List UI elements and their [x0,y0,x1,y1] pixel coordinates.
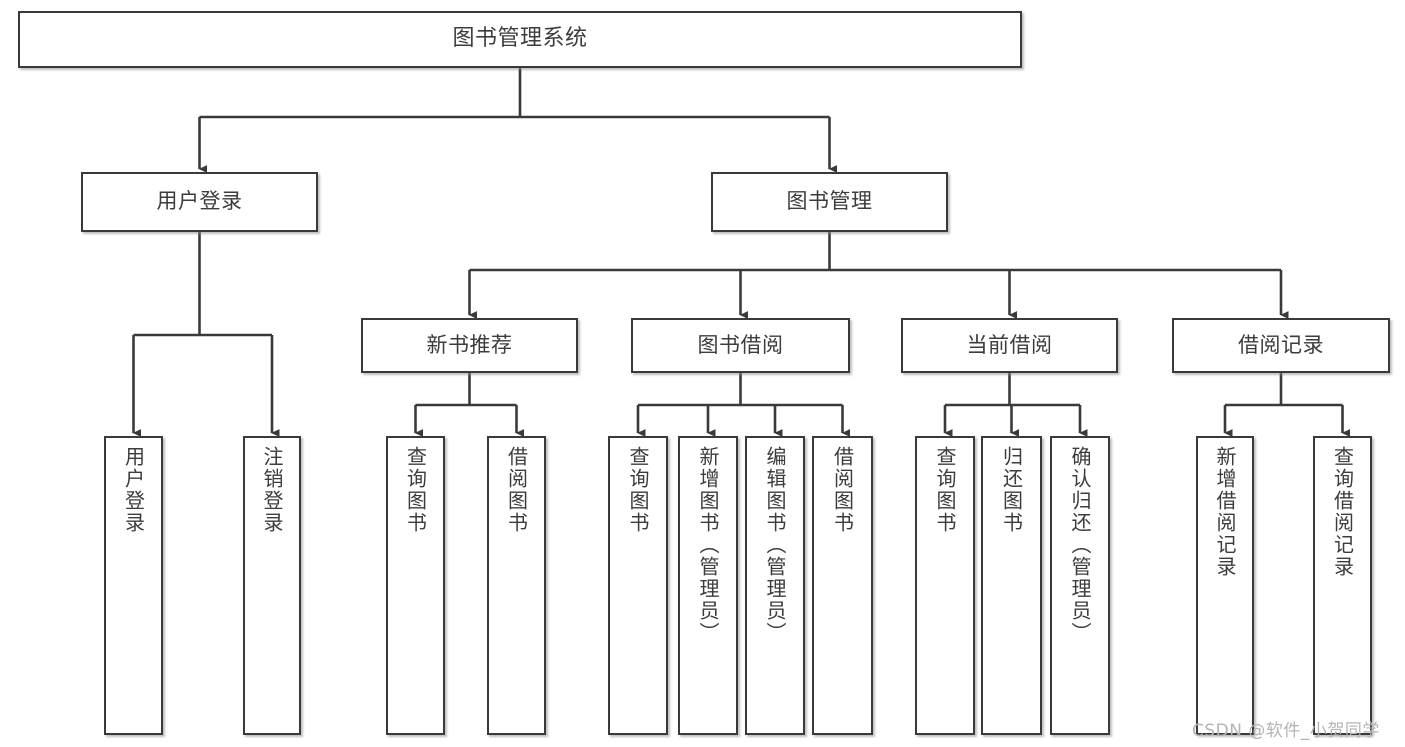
node-leaf-node-1-e6b3a8e99480e7[interactable]: 注销登录 [243,436,301,735]
node-l2-node-0-e794a8e688b7e7[interactable]: 用户登录 [81,172,318,232]
node-leaf-node-11-e696b0e5a29ee5[interactable]: 新增借阅记录 [1196,436,1254,735]
node-label: 查询借阅记录 [1330,446,1355,578]
node-leaf-node-3-e5809fe99885e5[interactable]: 借阅图书 [487,436,546,735]
node-leaf-node-5-e696b0e5a29ee5[interactable]: 新增图书（管理员） [678,436,738,735]
node-label: 查询图书 [403,446,428,534]
node-label: 图书管理 [786,189,873,214]
node-l3-node-3-e5809fe99885e8[interactable]: 借阅记录 [1172,318,1390,373]
node-leaf-node-9-e5bd92e8bf98e5[interactable]: 归还图书 [981,436,1042,735]
node-l2-node-1-e59bbee4b9a6e7[interactable]: 图书管理 [711,172,948,232]
node-label: 编辑图书（管理员） [763,446,787,644]
node-label: 归还图书 [999,446,1024,534]
node-leaf-node-7-e5809fe99885e5[interactable]: 借阅图书 [812,436,873,735]
node-label: 用户登录 [156,189,243,214]
node-leaf-node-8-e69fa5e8afa2e5[interactable]: 查询图书 [915,436,975,735]
node-label: 借阅记录 [1238,332,1324,357]
node-label: 图书借阅 [697,332,784,357]
node-label: 新书推荐 [426,332,513,357]
node-leaf-node-6-e7bc96e8be91e5[interactable]: 编辑图书（管理员） [745,436,805,735]
node-l3-node-1-e59bbee4b9a6e5[interactable]: 图书借阅 [631,318,850,373]
node-label: 查询图书 [626,446,650,534]
node-label: 查询图书 [933,446,957,534]
node-label: 当前借阅 [966,332,1053,357]
node-l3-node-2-e5bd93e5898de5[interactable]: 当前借阅 [901,318,1118,373]
node-label: 图书管理系统 [452,26,588,52]
node-label: 新增借阅记录 [1213,446,1237,578]
node-leaf-node-12-e69fa5e8afa2e5[interactable]: 查询借阅记录 [1313,436,1372,735]
node-label: 注销登录 [260,446,284,534]
node-label: 用户登录 [121,446,146,534]
node-label: 借阅图书 [504,446,529,534]
node-label: 新增图书（管理员） [696,446,720,644]
node-leaf-node-0-e794a8e688b7e7[interactable]: 用户登录 [104,436,163,735]
node-leaf-node-10-e7a1aee8aea4e5[interactable]: 确认归还（管理员） [1050,436,1110,735]
node-leaf-node-2-e69fa5e8afa2e5[interactable]: 查询图书 [386,436,445,735]
node-leaf-node-4-e69fa5e8afa2e5[interactable]: 查询图书 [608,436,668,735]
node-label: 确认归还（管理员） [1068,446,1092,644]
node-l3-node-0-e696b0e4b9a6e6[interactable]: 新书推荐 [361,318,578,373]
node-root-图书管理系统[interactable]: 图书管理系统 [18,11,1022,68]
node-label: 借阅图书 [830,446,855,534]
